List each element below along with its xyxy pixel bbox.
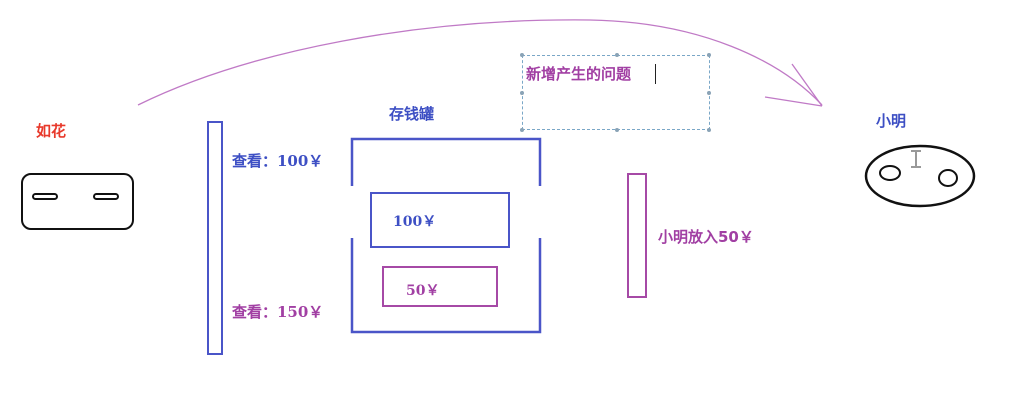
inner-100-box bbox=[370, 192, 510, 248]
arrow-head-upper bbox=[791, 63, 823, 107]
ruhua-label: 如花 bbox=[36, 122, 67, 140]
i-beam-cursor-icon bbox=[911, 150, 921, 168]
transfer-arc-arrow bbox=[137, 19, 823, 106]
piggy-bank-bottom bbox=[350, 238, 542, 334]
resize-handle-bl[interactable] bbox=[520, 128, 524, 132]
arrow-head-lower bbox=[764, 96, 823, 107]
socket-slot-right bbox=[93, 193, 119, 200]
view-150-label: 查看：150￥ bbox=[232, 303, 324, 321]
resize-handle-br[interactable] bbox=[707, 128, 711, 132]
resize-handle-bm[interactable] bbox=[615, 128, 619, 132]
resize-handle-mr[interactable] bbox=[707, 91, 711, 95]
textbox-text[interactable]: 新增产生的问题 bbox=[526, 65, 632, 83]
piggy-bank-top-left bbox=[350, 137, 542, 186]
xiaoming-label: 小明 bbox=[876, 112, 907, 130]
face-right-eye bbox=[938, 169, 958, 187]
text-caret bbox=[655, 64, 656, 84]
socket-slot-left bbox=[32, 193, 58, 200]
face-outline bbox=[864, 144, 976, 208]
inner-50-label: 50￥ bbox=[406, 283, 440, 299]
selected-textbox[interactable]: 新增产生的问题 bbox=[520, 53, 711, 132]
xiaoming-put-bar bbox=[627, 173, 647, 298]
ruhua-view-bar bbox=[207, 121, 223, 355]
resize-handle-tm[interactable] bbox=[615, 53, 619, 57]
resize-handle-ml[interactable] bbox=[520, 91, 524, 95]
inner-50-box bbox=[382, 266, 498, 307]
face-left-eye bbox=[879, 165, 901, 181]
xiaoming-put-label: 小明放入50￥ bbox=[658, 228, 754, 246]
inner-100-label: 100￥ bbox=[393, 214, 437, 230]
piggy-bank-title: 存钱罐 bbox=[389, 105, 435, 123]
view-100-label: 查看：100￥ bbox=[232, 152, 324, 170]
resize-handle-tl[interactable] bbox=[520, 53, 524, 57]
socket-icon bbox=[21, 173, 134, 230]
resize-handle-tr[interactable] bbox=[707, 53, 711, 57]
